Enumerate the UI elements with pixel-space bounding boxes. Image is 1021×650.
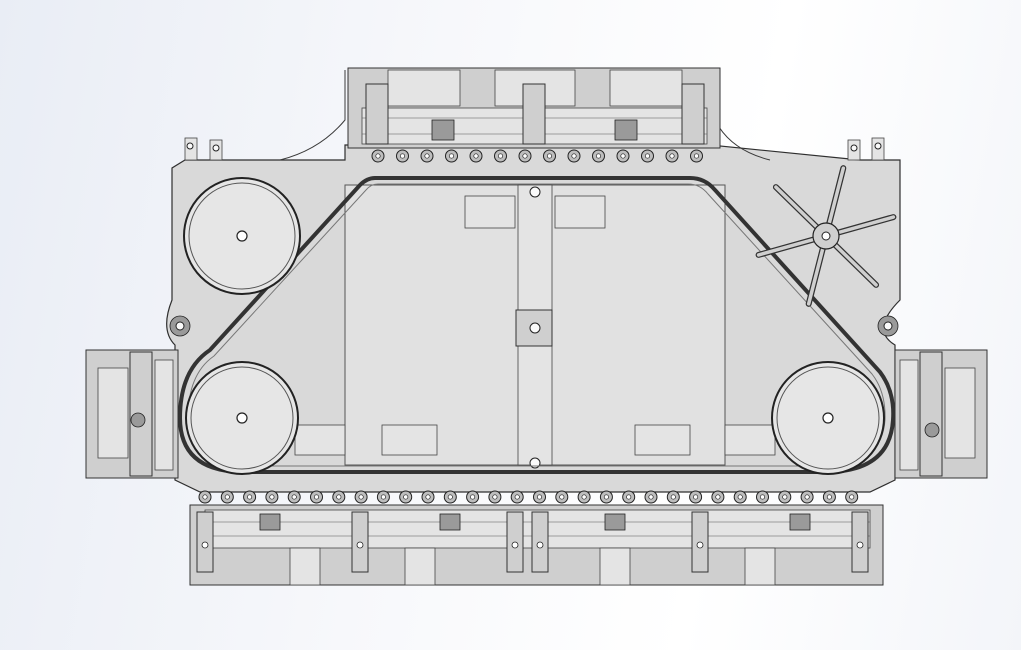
roller xyxy=(822,490,836,504)
clamp-block xyxy=(439,513,461,531)
roller xyxy=(399,490,413,504)
inner-frame xyxy=(294,184,776,469)
roller xyxy=(445,149,458,163)
roller xyxy=(533,490,546,504)
roller xyxy=(494,149,507,163)
roller xyxy=(845,490,859,504)
roller xyxy=(690,149,703,163)
clamp-block xyxy=(531,511,549,573)
right-side-assembly xyxy=(877,315,988,479)
clamp-block xyxy=(851,511,869,573)
roller xyxy=(616,149,630,163)
roller xyxy=(466,490,480,504)
bottom-roller-row xyxy=(198,490,859,504)
star-indexer xyxy=(755,165,897,307)
roller xyxy=(332,490,346,504)
clamp-block xyxy=(351,511,369,573)
roller xyxy=(287,490,301,504)
bottom-roller-assembly xyxy=(189,490,884,586)
roller xyxy=(469,149,483,163)
roller xyxy=(711,490,725,504)
roller xyxy=(220,490,234,504)
roller xyxy=(198,490,212,504)
roller xyxy=(756,490,769,504)
roller xyxy=(577,490,591,504)
pulley-group xyxy=(183,177,885,475)
roller xyxy=(567,149,581,163)
clamp-block xyxy=(604,513,626,531)
roller xyxy=(371,149,385,163)
roller xyxy=(510,490,524,504)
roller xyxy=(376,490,390,504)
roller xyxy=(518,149,532,163)
roller xyxy=(592,149,605,163)
conveyor-belt xyxy=(177,176,896,474)
roller xyxy=(354,490,368,504)
roller xyxy=(310,490,323,504)
roller xyxy=(396,149,409,163)
clamp-block xyxy=(789,513,811,531)
roller xyxy=(665,149,679,163)
roller xyxy=(421,490,435,504)
roller xyxy=(555,490,569,504)
roller xyxy=(488,490,502,504)
clamp-block xyxy=(691,511,709,573)
roller xyxy=(689,490,703,504)
roller xyxy=(800,490,814,504)
roller xyxy=(644,490,658,504)
roller xyxy=(733,490,747,504)
roller xyxy=(666,490,680,504)
roller xyxy=(778,490,792,504)
roller xyxy=(243,490,257,504)
clamp-block xyxy=(259,513,281,531)
roller xyxy=(599,490,613,504)
roller xyxy=(543,149,556,163)
roller xyxy=(641,149,654,163)
pulley xyxy=(183,177,301,295)
roller xyxy=(443,490,457,504)
clamp-block xyxy=(196,511,214,573)
roller xyxy=(265,490,279,504)
roller xyxy=(420,149,434,163)
top-roller-row xyxy=(371,149,703,163)
bottom-clamp-row xyxy=(196,511,869,573)
pulley xyxy=(771,361,885,475)
top-roller-assembly xyxy=(347,67,721,163)
pulley xyxy=(185,361,299,475)
left-side-assembly xyxy=(85,315,191,479)
roller xyxy=(622,490,636,504)
clamp-block xyxy=(506,511,524,573)
